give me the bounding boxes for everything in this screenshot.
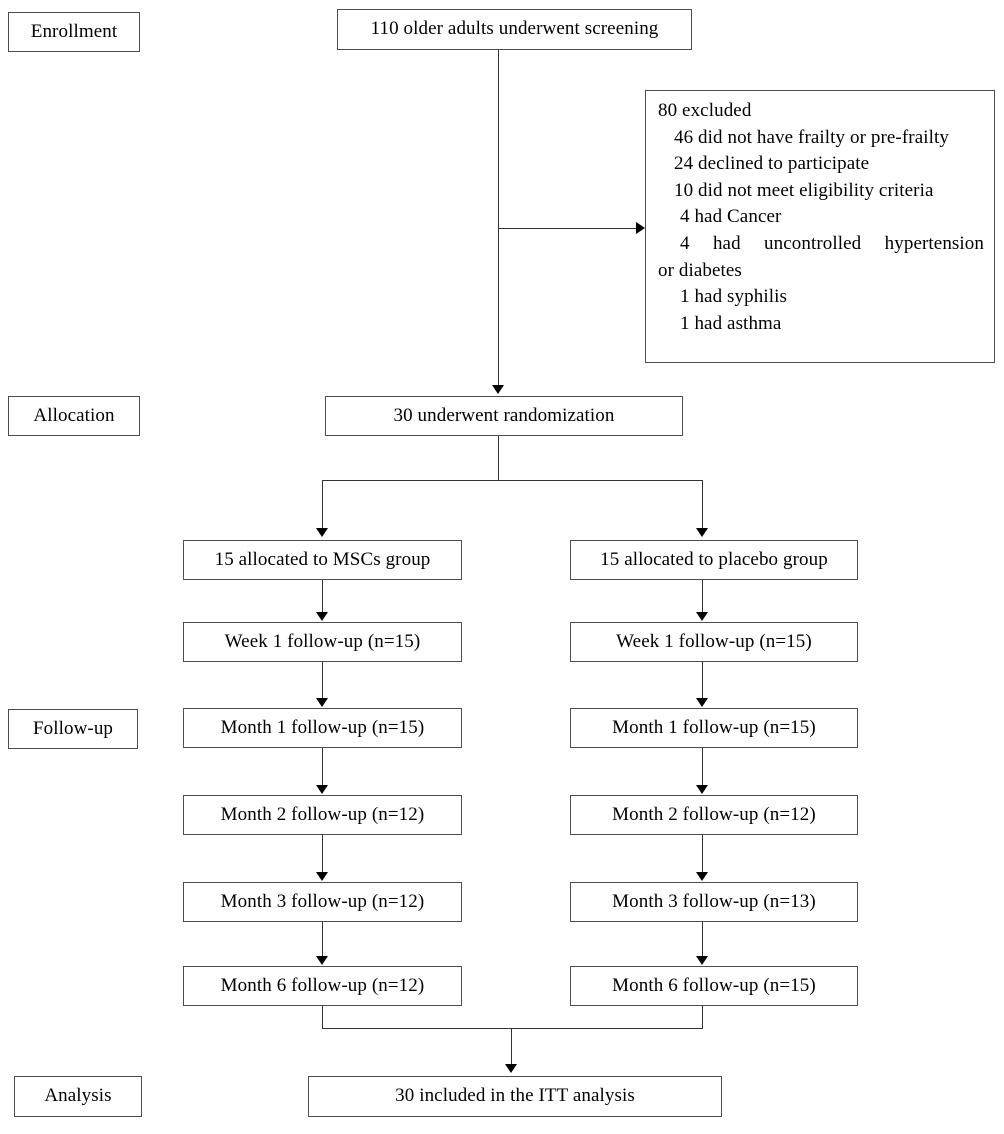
arrowhead-to-msc-arm-icon xyxy=(316,528,328,537)
connector-screening-to-excluded xyxy=(498,228,638,229)
followup-box-msc-month2: Month 2 follow-up (n=12) xyxy=(183,795,462,835)
stage-label-analysis: Analysis xyxy=(14,1076,142,1117)
followup-box-msc-week1: Week 1 follow-up (n=15) xyxy=(183,622,462,662)
allocation-box-placebo: 15 allocated to placebo group xyxy=(570,540,858,580)
connector-placebo-week1-to-month1 xyxy=(702,662,703,700)
allocation-box-msc: 15 allocated to MSCs group xyxy=(183,540,462,580)
arrowhead-to-placebo-arm-icon xyxy=(696,528,708,537)
stage-label-followup: Follow-up xyxy=(8,709,138,749)
excluded-reason-hypertension: 4 had uncontrolled hypertension xyxy=(680,232,984,254)
excluded-reason-asthma: 1 had asthma xyxy=(680,312,782,334)
connector-randomization-stem xyxy=(498,436,499,480)
followup-box-placebo-month2: Month 2 follow-up (n=12) xyxy=(570,795,858,835)
arrowhead-placebo-month1-icon xyxy=(696,698,708,707)
followup-box-placebo-week1: Week 1 follow-up (n=15) xyxy=(570,622,858,662)
connector-placebo-to-merge xyxy=(702,1006,703,1029)
connector-placebo-alloc-to-week1 xyxy=(702,580,703,614)
followup-box-placebo-month3: Month 3 follow-up (n=13) xyxy=(570,882,858,922)
connector-msc-week1-to-month1 xyxy=(322,662,323,700)
arrowhead-placebo-month3-icon xyxy=(696,872,708,881)
connector-randomization-split-bar xyxy=(322,480,703,481)
arrowhead-msc-month2-icon xyxy=(316,785,328,794)
connector-msc-month2-to-month3 xyxy=(322,835,323,873)
followup-box-msc-month3: Month 3 follow-up (n=12) xyxy=(183,882,462,922)
followup-box-msc-month6: Month 6 follow-up (n=12) xyxy=(183,966,462,1006)
excluded-reason-frailty: 46 did not have frailty or pre-frailty xyxy=(674,126,949,148)
connector-placebo-month1-to-month2 xyxy=(702,748,703,786)
arrowhead-msc-month6-icon xyxy=(316,956,328,965)
randomization-box: 30 underwent randomization xyxy=(325,396,683,436)
connector-placebo-month2-to-month3 xyxy=(702,835,703,873)
excluded-box: 80 excluded 46 did not have frailty or p… xyxy=(645,90,995,363)
arrowhead-msc-month3-icon xyxy=(316,872,328,881)
connector-split-left xyxy=(322,480,323,532)
arrowhead-to-itt-icon xyxy=(505,1064,517,1073)
stage-label-enrollment: Enrollment xyxy=(8,12,140,52)
screening-box: 110 older adults underwent screening xyxy=(337,9,692,50)
arrowhead-msc-month1-icon xyxy=(316,698,328,707)
excluded-reason-declined: 24 declined to participate xyxy=(674,153,870,175)
arrowhead-to-randomization-icon xyxy=(492,385,504,394)
connector-split-right xyxy=(702,480,703,532)
arrowhead-to-excluded-icon xyxy=(636,222,645,234)
arrowhead-msc-week1-icon xyxy=(316,612,328,621)
excluded-heading: 80 excluded xyxy=(658,100,752,121)
followup-box-placebo-month6: Month 6 follow-up (n=15) xyxy=(570,966,858,1006)
arrowhead-placebo-month6-icon xyxy=(696,956,708,965)
stage-label-allocation: Allocation xyxy=(8,396,140,436)
connector-msc-alloc-to-week1 xyxy=(322,580,323,614)
excluded-reason-cancer: 4 had Cancer xyxy=(680,206,782,228)
followup-box-placebo-month1: Month 1 follow-up (n=15) xyxy=(570,708,858,748)
excluded-reason-syphilis: 1 had syphilis xyxy=(680,286,787,308)
connector-merge-bar xyxy=(322,1028,703,1029)
connector-msc-month1-to-month2 xyxy=(322,748,323,786)
connector-msc-month3-to-month6 xyxy=(322,922,323,957)
followup-box-msc-month1: Month 1 follow-up (n=15) xyxy=(183,708,462,748)
connector-placebo-month3-to-month6 xyxy=(702,922,703,957)
arrowhead-placebo-month2-icon xyxy=(696,785,708,794)
connector-msc-to-merge xyxy=(322,1006,323,1029)
excluded-reason-hypertension-cont: or diabetes xyxy=(658,259,742,281)
connector-screening-to-randomization xyxy=(498,50,499,389)
itt-analysis-box: 30 included in the ITT analysis xyxy=(308,1076,722,1117)
arrowhead-placebo-week1-icon xyxy=(696,612,708,621)
excluded-reason-eligibility: 10 did not meet eligibility criteria xyxy=(674,179,934,201)
connector-merge-to-analysis xyxy=(511,1028,512,1066)
